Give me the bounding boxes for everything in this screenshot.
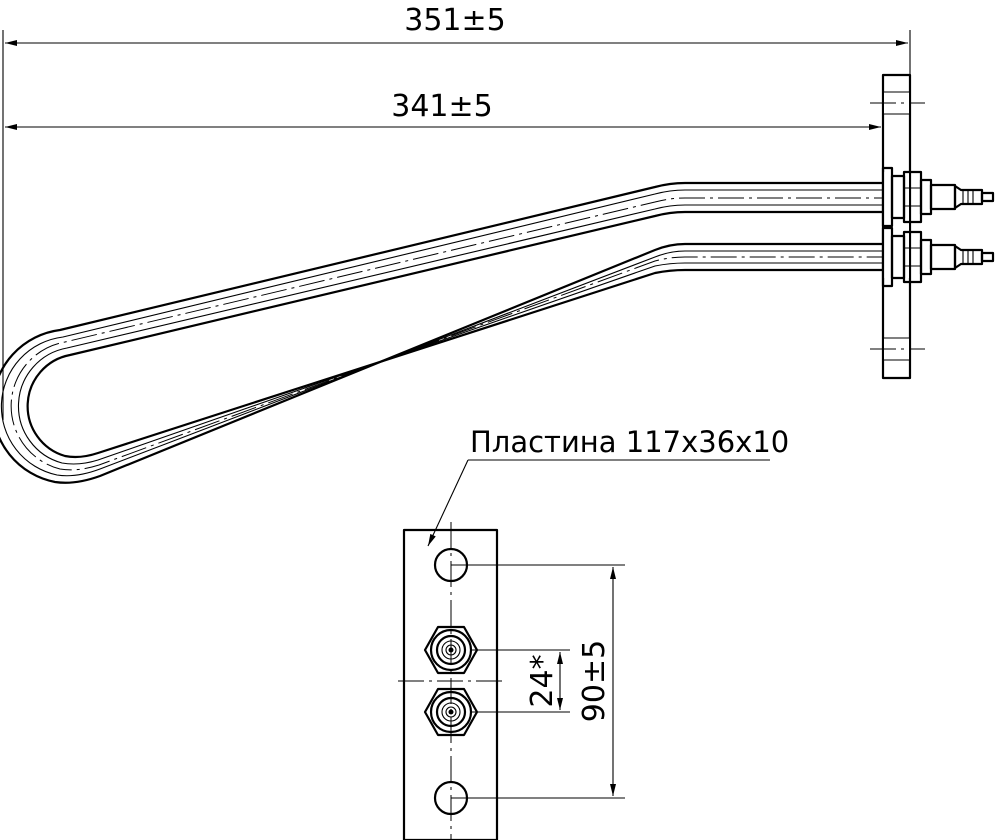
overall-length-label: 351±5 [404,3,505,38]
terminal-spacing-label: 24* [525,654,560,707]
dimension-tube-length: 341±5 [5,89,884,140]
plate-front-view [398,522,505,840]
hole-spacing-label: 90±5 [577,640,612,722]
dimension-terminal-spacing: 24* [471,649,570,713]
terminal-upper [881,166,995,228]
dimension-overall-length: 351±5 [2,3,911,420]
mounting-plate-section [870,73,925,380]
terminal-lower [881,226,995,288]
dimension-hole-spacing: 90±5 [451,564,625,799]
tube-top-view [0,181,905,484]
plate-callout: Пластина 117х36х10 [427,425,789,547]
plate-label: Пластина 117х36х10 [470,425,789,459]
tube-length-label: 341±5 [391,89,492,124]
